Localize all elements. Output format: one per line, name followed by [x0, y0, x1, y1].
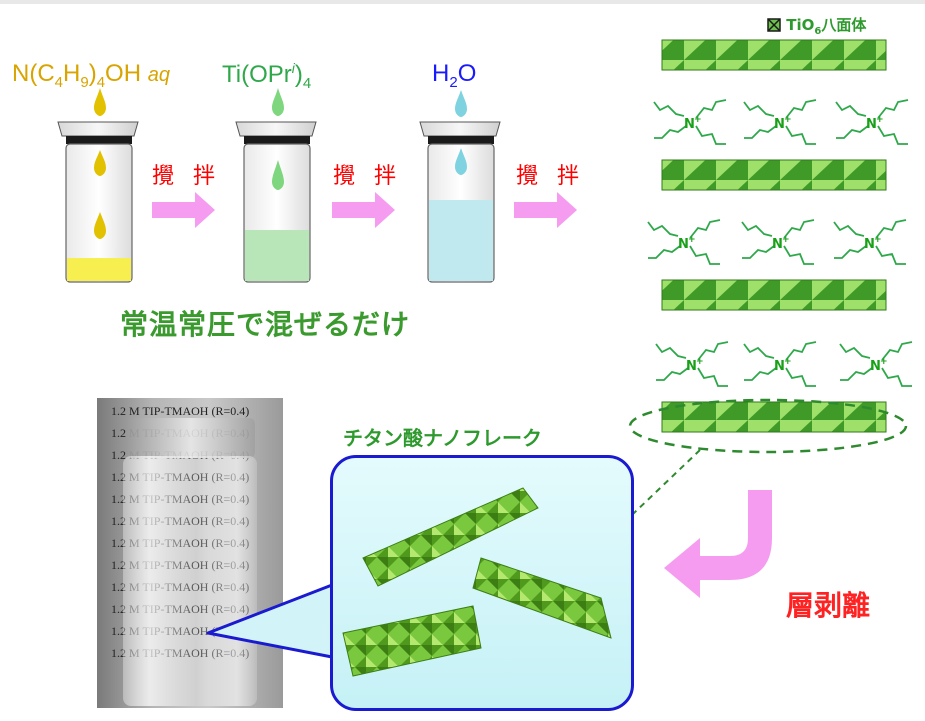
process-caption: 常温常圧で混ぜるだけ [120, 308, 411, 341]
titania-layer [661, 159, 887, 191]
vial-1 [57, 88, 139, 283]
arrow-1 [152, 192, 215, 228]
exfoliation-arrow [664, 490, 772, 598]
drop-cyan-2 [455, 148, 467, 175]
ammonium-ion: N+ [647, 219, 721, 265]
layered-structure: N+N+N+N+N+N+N+N+N+ [628, 39, 913, 454]
ammonium-plus-label: + [784, 115, 792, 125]
ammonium-n-label: N [678, 237, 689, 252]
flake-2 [472, 557, 612, 639]
drop-yellow-1 [94, 88, 106, 116]
ammonium-ion: N+ [741, 219, 815, 265]
ammonium-plus-label: + [782, 235, 790, 245]
ammonium-plus-label: + [696, 357, 704, 367]
ammonium-ion: N+ [653, 99, 727, 145]
flake-3 [342, 605, 482, 677]
ammonium-n-label: N [864, 237, 875, 252]
ammonium-n-label: N [774, 117, 785, 132]
ammonium-plus-label: + [880, 357, 888, 367]
callout-pointer [206, 583, 335, 659]
ammonium-plus-label: + [688, 235, 696, 245]
ammonium-ion: N+ [743, 99, 817, 145]
ammonium-ion: N+ [839, 341, 913, 387]
ammonium-ion: N+ [743, 341, 817, 387]
drop-cyan-1 [455, 90, 467, 117]
legend: TiO6八面体 [767, 14, 866, 37]
nanoflakes [342, 487, 612, 677]
ammonium-n-label: N [774, 359, 785, 374]
vial-2 [235, 88, 317, 283]
drop-green-1 [272, 88, 284, 116]
bottle-cap [127, 418, 255, 458]
arrow-3 [514, 192, 577, 228]
nanoflake-callout [330, 455, 634, 711]
octahedron-legend-icon [767, 18, 781, 32]
arrow-2 [332, 192, 395, 228]
photo-text-line: 1.2 M TIP-TMAOH (R=0.4) [111, 404, 250, 418]
exfoliation-label: 層剥離 [786, 589, 871, 622]
ammonium-n-label: N [870, 359, 881, 374]
reagent-tbaoh-label: N(C4H9)4OH aq [12, 60, 170, 91]
vial-3 [419, 90, 501, 283]
reagent-tip-label: Ti(OPri)4 [222, 60, 312, 92]
stir-label-2: 攪 拌 [333, 164, 402, 189]
reagent-water-label: H2O [432, 60, 477, 91]
ammonium-ion: N+ [833, 219, 907, 265]
ammonium-n-label: N [866, 117, 877, 132]
nanoflake-label: チタン酸ナノフレーク [343, 426, 542, 450]
ammonium-plus-label: + [694, 115, 702, 125]
bottle-body [123, 456, 257, 706]
titania-layer [661, 279, 887, 311]
ammonium-ion: N+ [835, 99, 909, 145]
ammonium-n-label: N [686, 359, 697, 374]
drop-yellow-3 [94, 212, 106, 239]
titania-layer [661, 401, 887, 433]
ammonium-plus-label: + [876, 115, 884, 125]
titania-layer [661, 39, 887, 71]
sample-photo: 1.2 M TIP-TMAOH (R=0.4)1.2 M TIP-TMAOH (… [97, 398, 283, 708]
ammonium-plus-label: + [784, 357, 792, 367]
top-bar [0, 0, 925, 4]
selection-ellipse [628, 398, 908, 454]
ammonium-ion: N+ [655, 341, 729, 387]
stir-label-3: 攪 拌 [516, 164, 585, 189]
drop-yellow-2 [94, 150, 106, 176]
ammonium-plus-label: + [874, 235, 882, 245]
ammonium-n-label: N [772, 237, 783, 252]
stir-label-1: 攪 拌 [152, 164, 221, 189]
drop-green-2 [272, 160, 284, 190]
flake-1 [362, 487, 539, 587]
ammonium-n-label: N [684, 117, 695, 132]
vials-diagram [57, 88, 577, 283]
